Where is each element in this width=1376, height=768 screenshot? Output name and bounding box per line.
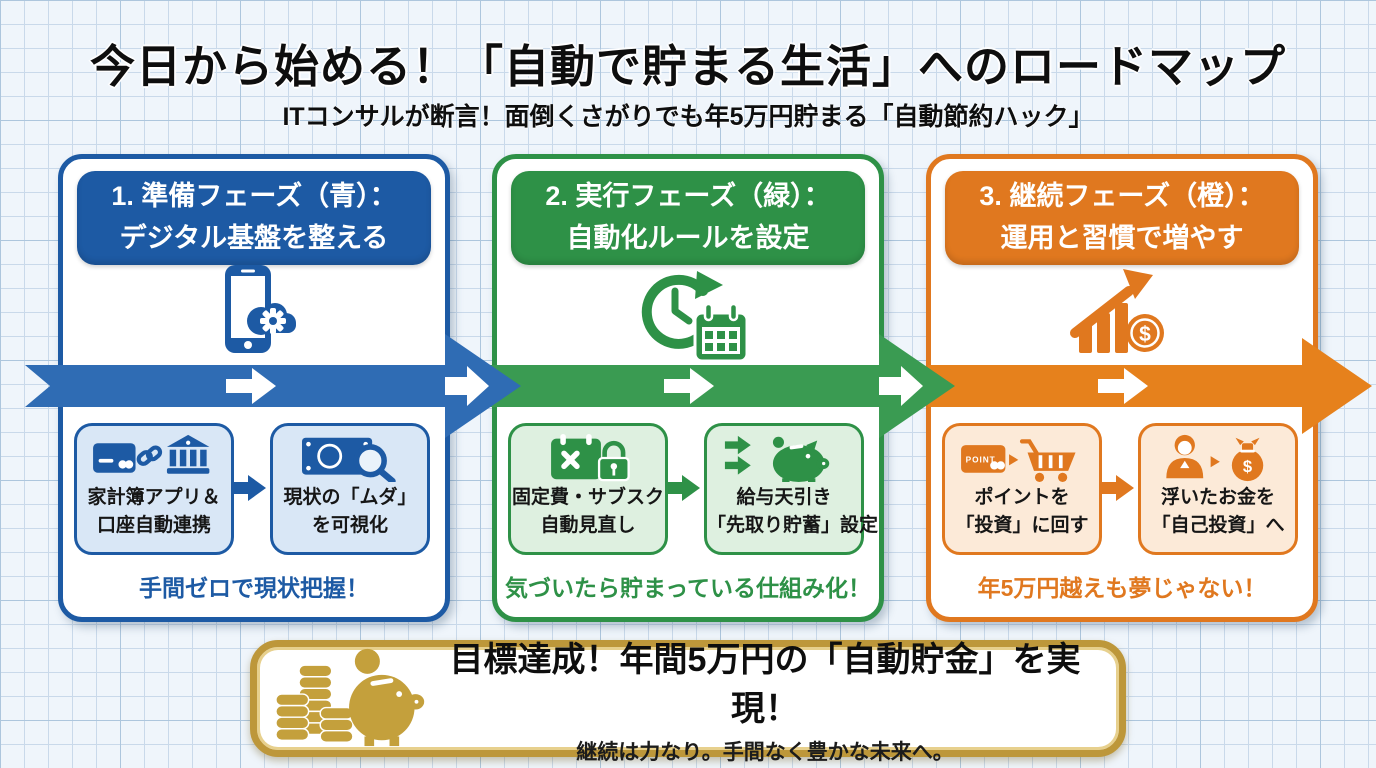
svg-text:$: $ [1139, 323, 1151, 346]
phase-3-header-line2: 運用と習慣で増やす [1000, 223, 1244, 253]
person-moneybag-icon: $ [1141, 432, 1295, 484]
clock-refresh-calendar-icon [497, 265, 879, 369]
phase-2-step-1-label: 固定費・サブスク 自動見直し [511, 487, 664, 536]
phase-2-step-2: 給与天引き 「先取り貯蓄」設定 [704, 423, 879, 555]
phase-2-header: 2. 実行フェーズ（緑）： 自動化ルールを設定 [511, 171, 865, 265]
phase-3-step-2: $ 浮いたお金を 「自己投資」へ [1138, 423, 1298, 555]
phase-3-header: 3. 継続フェーズ（橙）： 運用と習慣で増やす [945, 171, 1299, 265]
phase-3-header-line1: 3. 継続フェーズ（橙）： [979, 181, 1265, 212]
phase-3-steps: POINT ポイントを 「投資」に回す [931, 423, 1313, 559]
smartphone-cloud-gear-icon [63, 265, 445, 369]
goal-banner: 目標達成！年間5万円の「自動貯金」を実現！ 継続は力なり。手間なく豊かな未来へ。 [250, 640, 1126, 764]
phase-2-header-line1: 2. 実行フェーズ（緑）： [545, 181, 831, 212]
phase-2-step-1: 固定費・サブスク 自動見直し [508, 423, 668, 555]
phase-2-step-arrow-icon [666, 473, 702, 508]
svg-text:$: $ [1243, 457, 1252, 476]
transfer-piggy-bank-icon [707, 432, 861, 484]
phase-1-header-line2: デジタル基盤を整える [119, 223, 389, 253]
goal-banner-text: 目標達成！年間5万円の「自動貯金」を実現！ 継続は力なり。手間なく豊かな未来へ。 [431, 632, 1119, 766]
phase-1-step-1-label: 家計簿アプリ＆ 口座自動連携 [87, 487, 221, 536]
phase-3-step-1-label: ポイントを 「投資」に回す [955, 487, 1089, 536]
phase-1-header: 1. 準備フェーズ（青）： デジタル基盤を整える [77, 171, 431, 265]
page-title: 今日から始める！「自動で貯まる生活」へのロードマップ [89, 41, 1286, 92]
page-subtitle: ITコンサルが断言！面倒くさがりでも年5万円貯まる「自動節約ハック」 [282, 103, 1094, 131]
gold-piggy-coins-icon [271, 644, 431, 753]
goal-banner-line2: 継続は力なり。手間なく豊かな未来へ。 [576, 740, 954, 764]
phase-2-box: 2. 実行フェーズ（緑）： 自動化ルールを設定 [492, 154, 884, 622]
phase-3-slogan: 年5万円越えも夢じゃない！ [977, 575, 1267, 601]
card-link-bank-icon [77, 432, 231, 484]
phase-1-header-line1: 1. 準備フェーズ（青）： [111, 181, 397, 212]
growth-chart-coin-icon: $ [931, 265, 1313, 369]
point-card-cart-icon: POINT [945, 432, 1099, 484]
calendar-cancel-lock-icon [511, 432, 665, 484]
phase-1-slogan: 手間ゼロで現状把握！ [139, 575, 369, 601]
phase-1-steps: 家計簿アプリ＆ 口座自動連携 現状の「ムダ」 を可視化 [63, 423, 445, 559]
phase-2-header-line2: 自動化ルールを設定 [566, 223, 810, 253]
phase-3-step-1: POINT ポイントを 「投資」に回す [942, 423, 1102, 555]
phase-1-box: 1. 準備フェーズ（青）： デジタル基盤を整える [58, 154, 450, 622]
goal-banner-line1: 目標達成！年間5万円の「自動貯金」を実現！ [449, 640, 1081, 728]
phase-3-step-arrow-icon [1100, 473, 1136, 508]
phase-1-step-2: 現状の「ムダ」 を可視化 [270, 423, 430, 555]
phase-2-steps: 固定費・サブスク 自動見直し [497, 423, 879, 559]
phase-3-box: 3. 継続フェーズ（橙）： 運用と習慣で増やす $ POINT [926, 154, 1318, 622]
phase-1-step-2-label: 現状の「ムダ」 を可視化 [283, 487, 417, 536]
phase-1-step-1: 家計簿アプリ＆ 口座自動連携 [74, 423, 234, 555]
svg-text:POINT: POINT [966, 455, 996, 465]
banknote-magnifier-icon [273, 432, 427, 484]
phase-1-step-arrow-icon [232, 473, 268, 508]
phase-3-step-2-label: 浮いたお金を 「自己投資」へ [1151, 487, 1285, 536]
phase-2-slogan: 気づいたら貯まっている仕組み化！ [505, 575, 871, 601]
phase-2-step-2-label: 給与天引き 「先取り貯蓄」設定 [707, 487, 879, 536]
